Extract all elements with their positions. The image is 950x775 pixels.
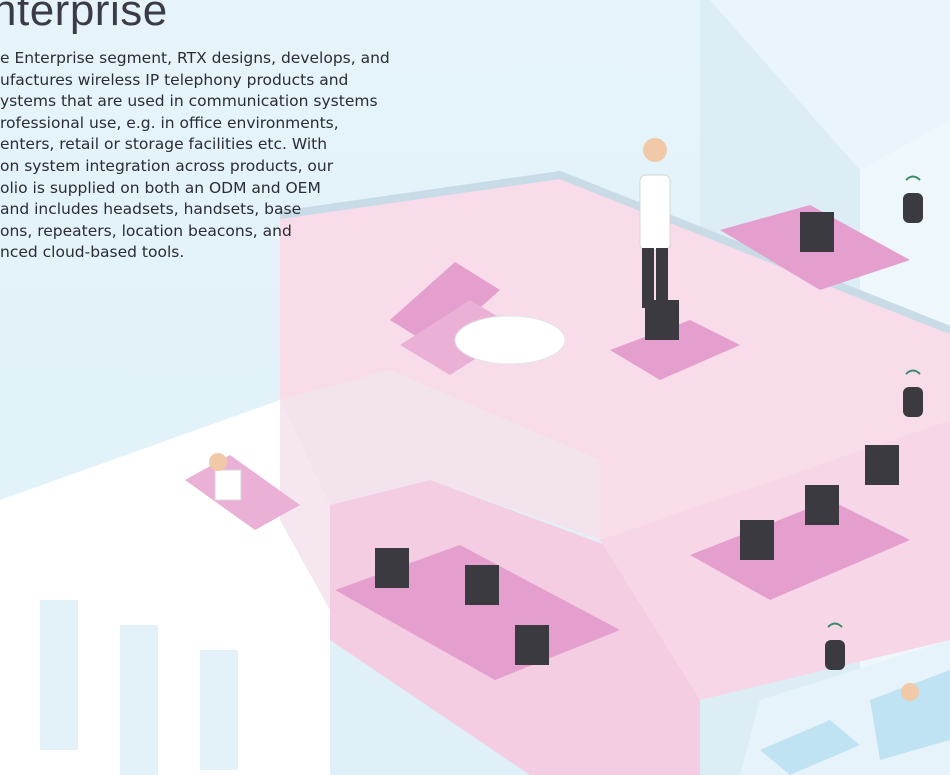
description-line: ufactures wireless IP telephony products…	[0, 70, 349, 89]
building-side-wall	[710, 0, 950, 170]
section-description: e Enterprise segment, RTX designs, devel…	[0, 48, 500, 264]
monitor-cluster-4	[740, 520, 774, 560]
description-line: nced cloud-based tools.	[0, 243, 185, 262]
wall-face	[280, 400, 330, 610]
monitor-middle	[645, 300, 679, 340]
window-3	[200, 650, 238, 770]
description-line: enters, retail or storage facilities etc…	[0, 135, 328, 154]
monitor-cluster-5	[805, 485, 839, 525]
section-title: nterprise	[0, 0, 168, 35]
monitor-upper-right	[800, 212, 834, 252]
description-line: rofessional use, e.g. in office environm…	[0, 113, 339, 132]
description-line: ons, repeaters, location beacons, and	[0, 221, 292, 240]
description-line: olio is supplied on both an ODM and OEM	[0, 178, 321, 197]
standing-person	[639, 138, 671, 308]
wireless-beacon-icon	[903, 369, 923, 417]
hospital-bed	[870, 670, 950, 760]
window-2	[120, 625, 158, 775]
coffee-table	[454, 315, 566, 365]
desk-middle	[610, 320, 740, 380]
description-line: e Enterprise segment, RTX designs, devel…	[0, 49, 390, 67]
description-line: on system integration across products, o…	[0, 156, 334, 175]
wireless-beacon-icon	[903, 175, 923, 223]
monitor-cluster-2	[465, 565, 499, 605]
monitor-cluster-6	[865, 445, 899, 485]
desk-cluster-right	[690, 500, 910, 600]
hospital-bed	[760, 720, 860, 775]
monitor-cluster-1	[375, 548, 409, 588]
wireless-beacon-icon	[825, 622, 845, 670]
monitor-cluster-3	[515, 625, 549, 665]
window-1	[40, 600, 78, 750]
description-line: ystems that are used in communication sy…	[0, 92, 378, 111]
reclining-person	[185, 453, 300, 530]
description-line: and includes headsets, handsets, base	[0, 200, 302, 219]
